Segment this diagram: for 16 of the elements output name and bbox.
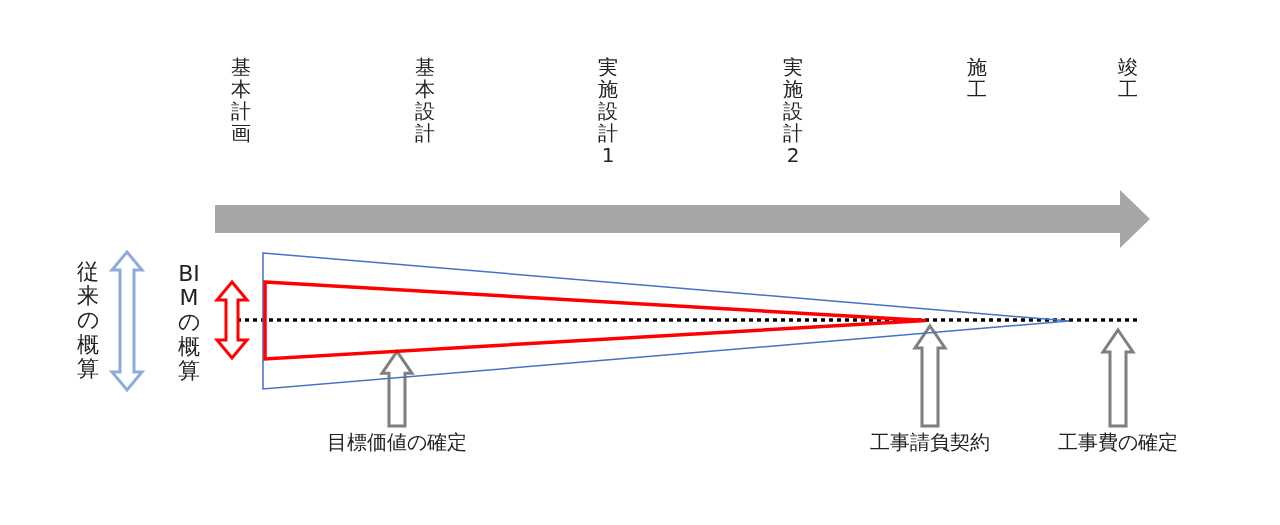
cost-range-wedge: [263, 253, 1069, 389]
caption-text: 工事請負契約: [850, 428, 1010, 456]
phase-label: 基本計画: [231, 56, 251, 144]
phase-label: 基本設計: [415, 56, 435, 144]
phase-label: 施工: [967, 56, 987, 100]
caption-text: 目標価値の確定: [307, 428, 487, 456]
phase-label: 実施設計1: [598, 56, 618, 166]
caption-text: 工事費の確定: [1043, 428, 1193, 456]
phase-label: 従来の概算: [77, 260, 99, 381]
phase-label: 実施設計2: [783, 56, 803, 166]
phase-label: BIMの概算: [178, 262, 200, 383]
hollow-arrow: [912, 323, 948, 428]
cost-range-wedge: [265, 282, 926, 359]
hollow-arrow: [1100, 327, 1136, 428]
hollow-arrow: [379, 348, 415, 428]
phase-label: 竣工: [1118, 56, 1138, 100]
